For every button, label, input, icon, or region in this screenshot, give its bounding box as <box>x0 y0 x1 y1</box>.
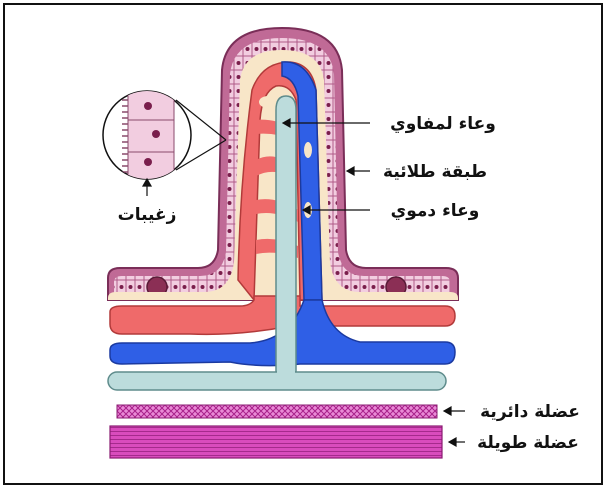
label-epithelium: طبقة طلائية <box>383 162 487 182</box>
microvilli-magnifier <box>103 88 226 184</box>
label-microvilli: زغيبات <box>118 205 177 225</box>
circular-muscle <box>117 405 437 418</box>
label-circular-muscle: عضلة دائرية <box>480 402 580 422</box>
label-lymph-vessel: وعاء لمفاوي <box>390 114 496 134</box>
label-blood-vessel: وعاء دموي <box>391 201 480 221</box>
longitudinal-muscle <box>110 426 442 458</box>
label-longitudinal-muscle: عضلة طويلة <box>477 433 579 453</box>
